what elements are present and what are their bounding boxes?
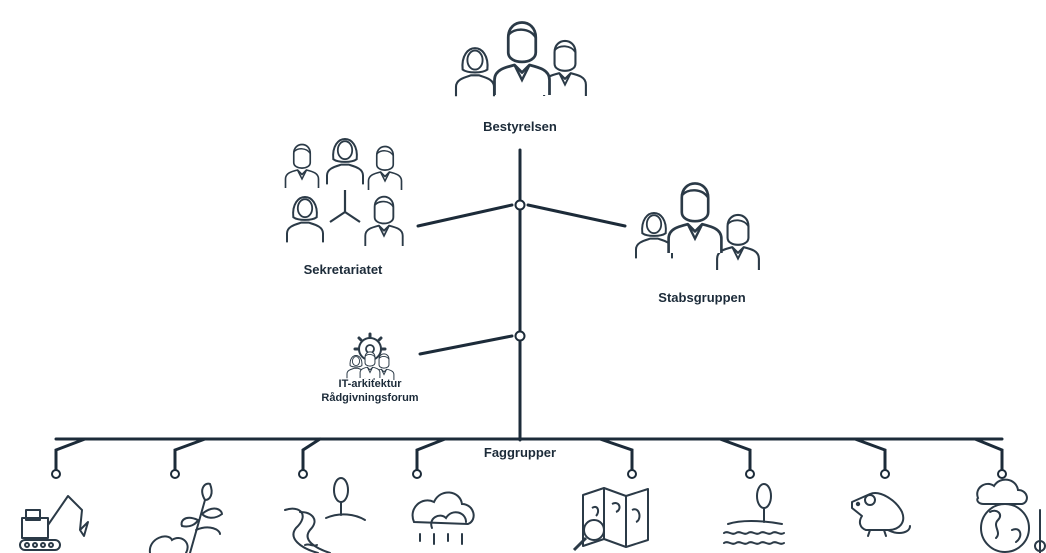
secretariat-people-icon — [284, 137, 404, 247]
map-magnifier-icon — [572, 487, 649, 552]
staff-group-label: Stabsgruppen — [658, 290, 746, 305]
connector-lines — [54, 148, 1004, 472]
rain-cloud-icon — [411, 491, 475, 545]
excavator-icon — [19, 495, 89, 551]
board-people-icon — [454, 21, 587, 98]
junction-node-upper — [514, 199, 526, 211]
tree-water-icon — [723, 483, 785, 545]
board-label: Bestyrelsen — [483, 119, 557, 134]
river-tree-icon — [284, 477, 366, 553]
plant-sprout-icon — [148, 482, 224, 553]
it-forum-label-line2: Rådgivningsforum — [321, 392, 419, 404]
globe-cloud-icon — [976, 478, 1046, 553]
rat-icon — [851, 492, 911, 537]
connector-nodes — [51, 199, 1007, 479]
junction-node-lower — [514, 330, 526, 342]
it-forum-gear-people-icon — [346, 332, 395, 381]
secretariat-label: Sekretariatet — [303, 262, 383, 277]
staff-group-people-icon — [635, 182, 760, 272]
it-forum-label-line1: IT-arkitektur — [338, 378, 402, 390]
subject-groups-label: Faggrupper — [483, 445, 557, 460]
